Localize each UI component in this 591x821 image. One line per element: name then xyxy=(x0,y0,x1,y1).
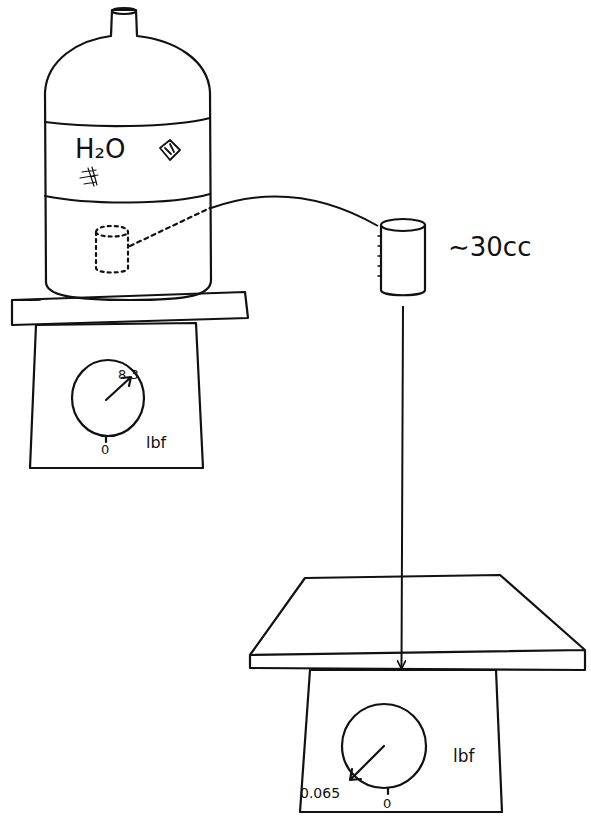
scribble xyxy=(80,167,98,186)
node-label: ∼30cc xyxy=(448,234,531,260)
zero-tick xyxy=(387,788,389,794)
node-label: 0 xyxy=(383,797,391,810)
leader-dashed xyxy=(130,208,210,246)
cylinder-node: ∼30cc xyxy=(380,218,426,298)
scale-dial xyxy=(72,360,144,436)
scale-base xyxy=(300,670,502,812)
graduated-cylinder xyxy=(381,225,425,295)
leader-curve xyxy=(211,196,378,226)
node-label: lbf xyxy=(453,748,475,765)
node-label: H₂O xyxy=(75,136,125,162)
scale-platform xyxy=(12,292,248,325)
bottle-mouth xyxy=(112,8,136,14)
bottle-node: H₂O xyxy=(45,8,211,300)
scale-dial xyxy=(342,704,426,788)
water-bottle xyxy=(45,10,211,300)
scale-node: 0.065 0 lbf xyxy=(300,668,503,813)
cylinder-top xyxy=(381,219,425,231)
scale-node: 8.3 0 lbf xyxy=(30,323,203,469)
node-label: 0.065 xyxy=(300,786,340,800)
node-label: lbf xyxy=(146,435,166,451)
label-band-top xyxy=(45,118,210,126)
scale-platform xyxy=(250,575,585,670)
node-label: 8.3 xyxy=(118,368,139,381)
node-label: 0 xyxy=(101,443,109,456)
graduations xyxy=(378,236,381,276)
zero-tick xyxy=(105,436,107,442)
dashed-cup xyxy=(96,226,128,273)
scale-base xyxy=(30,323,203,468)
flow-arrow xyxy=(402,306,404,668)
needle xyxy=(350,746,384,780)
label-band-bottom xyxy=(45,194,210,203)
label-symbol xyxy=(160,140,180,160)
